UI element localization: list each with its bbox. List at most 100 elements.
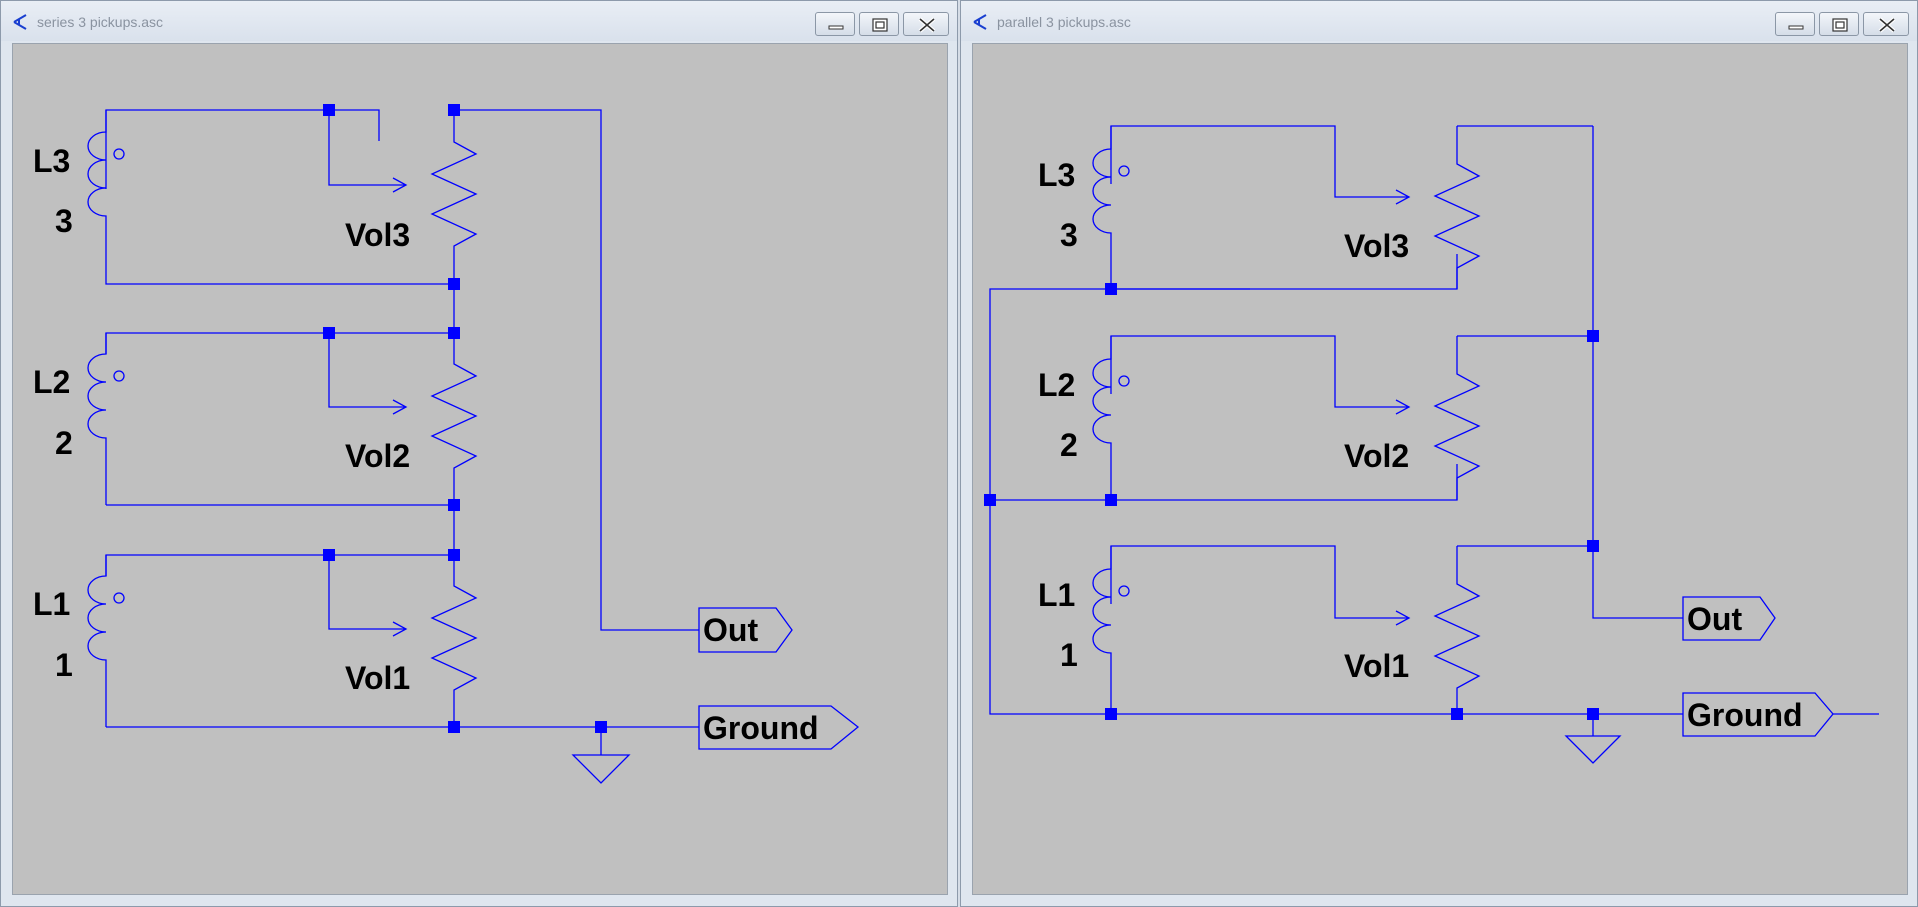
inductor-l2-name: L2 bbox=[33, 364, 70, 400]
window-title: series 3 pickups.asc bbox=[37, 14, 164, 30]
inductor-l1 bbox=[1092, 546, 1112, 714]
title-bar[interactable]: parallel 3 pickups.asc bbox=[961, 1, 1917, 41]
minimize-button[interactable] bbox=[1775, 12, 1815, 36]
title-bar[interactable]: series 3 pickups.asc bbox=[1, 1, 957, 41]
pickup-l3-group: L3 3 Vol3 bbox=[33, 104, 478, 290]
out-net-flag bbox=[1682, 596, 1776, 641]
schematic-canvas[interactable]: L3 3 Vol3 L2 2 Vol2 bbox=[972, 43, 1908, 895]
wire bbox=[1110, 545, 1409, 619]
maximize-icon bbox=[872, 18, 888, 32]
inductor-dot bbox=[1118, 165, 1130, 177]
close-button[interactable] bbox=[903, 12, 949, 36]
close-icon bbox=[918, 17, 936, 33]
ground-net-flag bbox=[698, 705, 860, 750]
junction bbox=[984, 494, 996, 506]
schematic-canvas[interactable]: L3 3 Vol3 L2 2 Vol2 bbox=[12, 43, 948, 895]
out-net-flag bbox=[698, 607, 793, 653]
parallel-schematic-window[interactable]: parallel 3 pickups.asc bbox=[960, 0, 1918, 907]
potentiometer-vol3 bbox=[430, 110, 478, 284]
close-icon bbox=[1878, 17, 1896, 33]
inductor-l3-value: 3 bbox=[55, 203, 73, 239]
inductor-dot bbox=[113, 592, 125, 604]
potentiometer-vol2 bbox=[430, 333, 478, 505]
inductor-l2 bbox=[87, 333, 107, 505]
out-net-label: Out bbox=[703, 612, 758, 648]
wire bbox=[105, 554, 454, 576]
pickup-l1-group: L1 1 Vol1 bbox=[1038, 540, 1599, 720]
inductor-dot bbox=[1118, 375, 1130, 387]
junction bbox=[1105, 494, 1117, 506]
ground-net-flag bbox=[1682, 692, 1834, 737]
inductor-l3-name: L3 bbox=[33, 143, 70, 179]
ground-symbol bbox=[1564, 735, 1622, 764]
vol1-label: Vol1 bbox=[1344, 648, 1409, 684]
inductor-l3-value: 3 bbox=[1060, 217, 1078, 253]
parallel-schematic: L3 3 Vol3 L2 2 Vol2 bbox=[984, 125, 1879, 764]
junction bbox=[1587, 330, 1599, 342]
inductor-l1-value: 1 bbox=[1060, 637, 1078, 673]
vol2-label: Vol2 bbox=[1344, 438, 1409, 474]
ltspice-icon bbox=[973, 14, 987, 30]
wiper-arrow bbox=[1395, 399, 1411, 415]
ground-symbol bbox=[571, 754, 631, 784]
vol3-label: Vol3 bbox=[345, 217, 410, 253]
minimize-button[interactable] bbox=[815, 12, 855, 36]
minimize-icon bbox=[828, 25, 844, 30]
maximize-icon bbox=[1832, 18, 1848, 32]
inductor-l1-name: L1 bbox=[1038, 577, 1075, 613]
maximize-button[interactable] bbox=[1819, 12, 1859, 36]
wire bbox=[1110, 125, 1409, 198]
inductor-l3-name: L3 bbox=[1038, 157, 1075, 193]
out-net-label: Out bbox=[1687, 601, 1742, 637]
minimize-icon bbox=[1788, 25, 1804, 30]
wiper-arrow bbox=[392, 621, 408, 637]
junction bbox=[448, 721, 460, 733]
inductor-l2-value: 2 bbox=[55, 425, 73, 461]
junction bbox=[1587, 540, 1599, 552]
inductor-l3 bbox=[1092, 126, 1112, 289]
series-schematic-window[interactable]: series 3 pickups.asc bbox=[0, 0, 958, 907]
potentiometer-vol3 bbox=[1433, 126, 1481, 289]
ground-net-label: Ground bbox=[1687, 697, 1803, 733]
series-schematic: L3 3 Vol3 L2 2 Vol2 bbox=[33, 104, 860, 784]
inductor-l1-name: L1 bbox=[33, 586, 70, 622]
potentiometer-vol1 bbox=[1433, 546, 1481, 714]
ltspice-icon bbox=[13, 14, 27, 30]
pickup-l2-group: L2 2 Vol2 bbox=[984, 330, 1599, 506]
junction bbox=[1587, 708, 1599, 720]
junction bbox=[448, 549, 460, 561]
wiper-wire bbox=[328, 555, 406, 630]
wiper-arrow bbox=[392, 177, 408, 193]
junction bbox=[323, 549, 335, 561]
inductor-l2-value: 2 bbox=[1060, 427, 1078, 463]
wiper-wire bbox=[328, 333, 406, 408]
potentiometer-vol1 bbox=[430, 555, 478, 727]
pickup-l1-group: L1 1 Vol1 bbox=[33, 505, 699, 733]
junction bbox=[1451, 708, 1463, 720]
junction bbox=[1105, 283, 1117, 295]
junction bbox=[448, 327, 460, 339]
close-button[interactable] bbox=[1863, 12, 1909, 36]
maximize-button[interactable] bbox=[859, 12, 899, 36]
inductor-l1-value: 1 bbox=[55, 647, 73, 683]
wiper-arrow bbox=[392, 399, 408, 415]
wire bbox=[105, 109, 380, 189]
vol2-label: Vol2 bbox=[345, 438, 410, 474]
inductor-l3 bbox=[87, 110, 107, 282]
junction bbox=[323, 327, 335, 339]
inductor-dot bbox=[113, 148, 125, 160]
vol3-label: Vol3 bbox=[1344, 228, 1409, 264]
ground-bus bbox=[989, 288, 1879, 715]
pickup-l2-group: L2 2 Vol2 bbox=[33, 284, 478, 511]
inductor-dot bbox=[113, 370, 125, 382]
vol1-label: Vol1 bbox=[345, 660, 410, 696]
ground-net-label: Ground bbox=[703, 710, 819, 746]
wire bbox=[1110, 335, 1409, 408]
output-bus bbox=[1592, 126, 1713, 619]
wiper-arrow bbox=[1395, 610, 1411, 626]
pickup-l3-group: L3 3 Vol3 bbox=[1038, 125, 1593, 295]
wire bbox=[105, 332, 454, 354]
junction bbox=[323, 104, 335, 116]
potentiometer-vol2 bbox=[1433, 336, 1481, 500]
junction bbox=[1105, 708, 1117, 720]
